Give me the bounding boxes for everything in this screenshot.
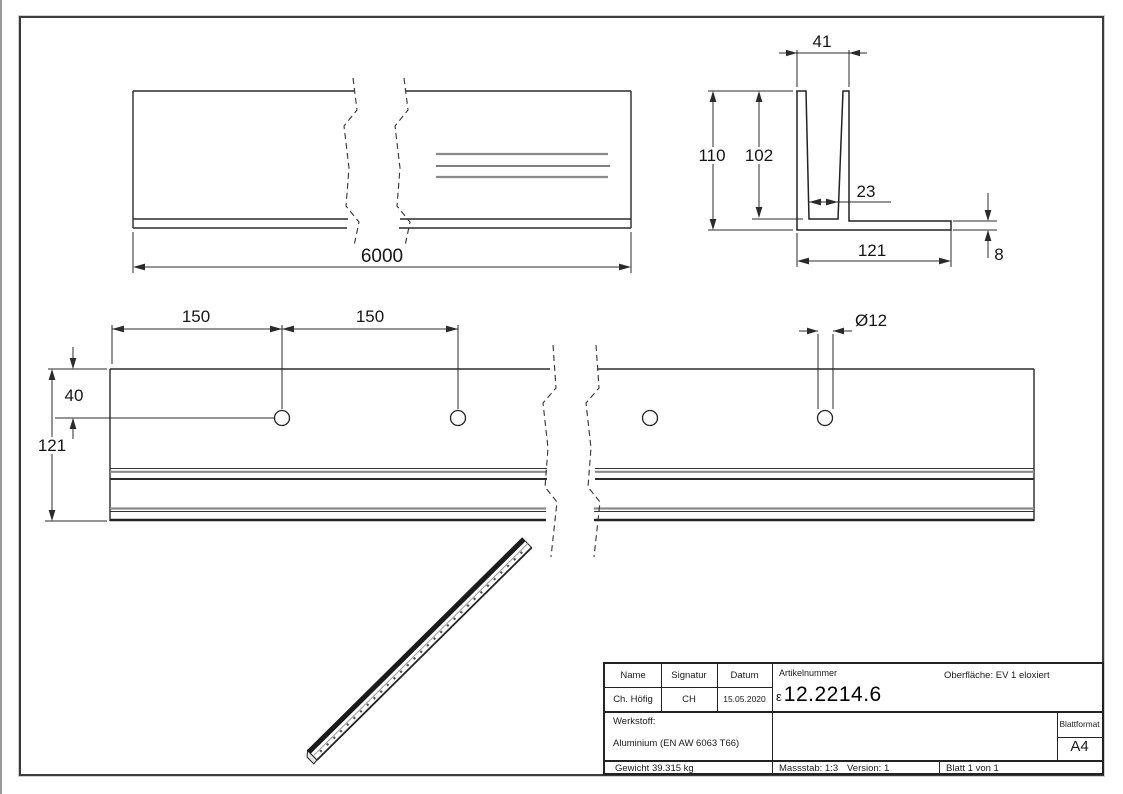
arrow-icon xyxy=(69,418,77,429)
material-value: Aluminium (EN AW 6063 T66) xyxy=(613,738,740,749)
arrow-icon xyxy=(69,358,77,369)
arrow-icon xyxy=(755,207,763,218)
dim-text-mask xyxy=(34,437,71,454)
dim-hole-offset: 40 xyxy=(65,386,84,405)
arrow-icon xyxy=(809,198,821,206)
dim-hole-pitch-2: 150 xyxy=(356,307,384,326)
iso-bottom-edge xyxy=(316,546,533,761)
divider xyxy=(1057,737,1102,738)
arrow-icon xyxy=(446,325,458,333)
dim-lines-dia12 xyxy=(799,330,852,409)
divider xyxy=(605,687,772,688)
title-block: Name Signatur Datum Ch. Höfig CH 15.05.2… xyxy=(603,662,1104,775)
hole xyxy=(641,409,659,427)
break-line xyxy=(542,344,558,558)
dim-profile-width: 121 xyxy=(38,436,66,455)
divider xyxy=(605,760,1102,762)
hole xyxy=(449,409,467,427)
arrow-icon xyxy=(48,369,56,380)
iso-hole-row xyxy=(319,547,528,753)
arrow-icon xyxy=(984,230,992,241)
screen-edge xyxy=(0,0,2,794)
arrow-icon xyxy=(619,263,631,271)
dim-lines-40 xyxy=(48,347,274,439)
arrow-icon xyxy=(709,91,717,102)
iso-bar-top-edge xyxy=(307,537,526,754)
arrow-icon xyxy=(939,257,951,265)
dim-lines-41 xyxy=(779,50,867,87)
date-value: 15.05.2020 xyxy=(723,694,766,704)
break-line xyxy=(585,344,601,558)
author-name: Ch. Höfig xyxy=(613,694,653,705)
dim-lines-150 xyxy=(111,325,459,409)
dim-text-mask xyxy=(741,147,777,164)
arrow-icon xyxy=(849,49,860,57)
arrow-icon xyxy=(133,263,145,271)
sheet-format-value: A4 xyxy=(1070,738,1089,755)
article-number-label: Artikelnummer xyxy=(779,668,838,678)
iso-bar-body xyxy=(306,537,533,761)
divider xyxy=(605,711,1102,713)
name-header: Name xyxy=(620,670,646,681)
sheet-number: Blatt 1 von 1 xyxy=(946,763,999,774)
article-number: ε 12.2214.6 xyxy=(776,683,882,707)
dim-lines-121 xyxy=(796,224,952,267)
side-view-groove-lines xyxy=(436,152,608,179)
date-header: Datum xyxy=(730,670,759,681)
top-view-outline xyxy=(109,368,1035,521)
version-value: Version: 1 xyxy=(847,763,890,774)
dim-height: 110 xyxy=(698,146,725,165)
break-line xyxy=(394,77,411,247)
divider xyxy=(1057,711,1058,760)
surface-finish: Oberfläche: EV 1 eloxiert xyxy=(944,670,1050,681)
iso-groove-line xyxy=(312,543,529,757)
break-line xyxy=(343,77,360,247)
cross-section-view: 41 110 102 23 121 8 xyxy=(695,32,1004,267)
arrow-icon xyxy=(984,210,992,221)
drawing-frame xyxy=(18,15,1105,777)
top-view: 150 150 40 121 Ø12 xyxy=(34,307,1035,558)
dim-base-width: 121 xyxy=(858,241,886,260)
isometric-view xyxy=(306,537,533,765)
dim-base-thickness: 8 xyxy=(994,245,1003,264)
arrow-icon xyxy=(833,327,844,335)
arrow-icon xyxy=(807,327,818,335)
arrow-icon xyxy=(48,510,56,521)
ext-lines xyxy=(708,90,803,231)
arrow-icon xyxy=(709,219,717,230)
dim-overall-length: 6000 xyxy=(361,246,403,267)
arrow-icon xyxy=(797,257,809,265)
hole xyxy=(273,409,291,427)
sheet-format-label: Blattformat xyxy=(1059,719,1100,729)
arrow-icon xyxy=(282,325,294,333)
side-view: 6000 xyxy=(132,77,632,273)
side-view-outline xyxy=(132,90,632,229)
weight-value: Gewicht 39.315 kg xyxy=(615,763,694,774)
dim-lines-8 xyxy=(953,193,997,258)
logo-epsilon-icon: ε xyxy=(776,689,782,704)
author-signature: CH xyxy=(682,694,696,705)
dim-bottom-gap: 23 xyxy=(857,182,876,201)
article-number-value: 12.2214.6 xyxy=(783,683,882,706)
profile-outline xyxy=(796,90,952,231)
arrow-icon xyxy=(112,325,124,333)
dim-lines-6000 xyxy=(132,232,632,273)
dim-text-mask xyxy=(695,147,730,164)
arrow-icon xyxy=(826,198,838,206)
dim-top-width: 41 xyxy=(813,32,832,51)
arrow-icon xyxy=(786,49,797,57)
dim-hole-pitch-1: 150 xyxy=(182,307,210,326)
divider xyxy=(772,664,773,773)
signature-header: Signatur xyxy=(671,670,707,681)
arrow-icon xyxy=(270,325,282,333)
divider xyxy=(939,760,940,773)
scale-value: Massstab: 1:3 xyxy=(779,763,839,774)
dim-hole-diameter: Ø12 xyxy=(855,311,887,330)
arrow-icon xyxy=(755,91,763,102)
dim-inner-height: 102 xyxy=(745,146,773,165)
hole xyxy=(816,409,834,427)
material-label: Werkstoff: xyxy=(613,716,656,727)
